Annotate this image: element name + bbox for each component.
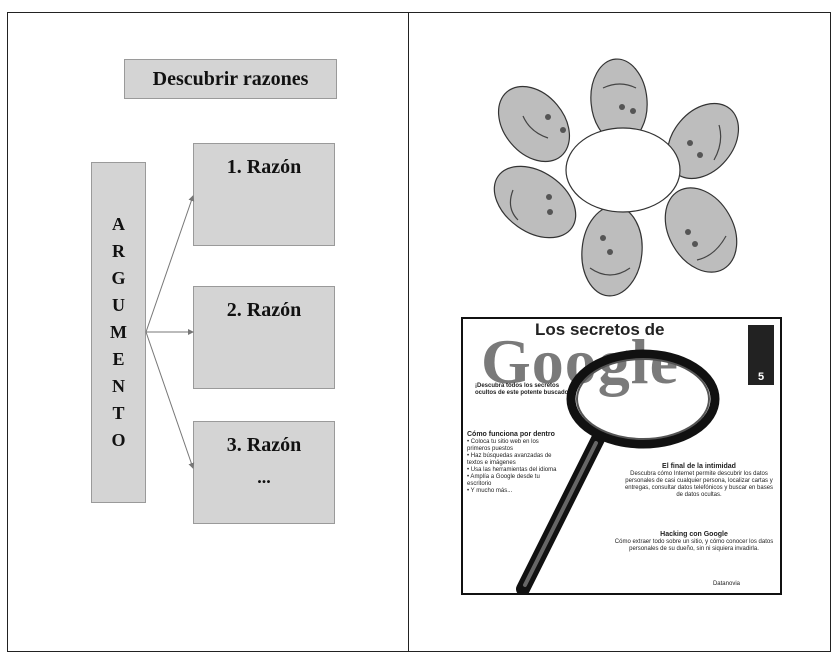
reason-box-3: 3. Razón ... — [193, 421, 335, 524]
argument-letter: A — [112, 214, 125, 234]
reason-label: 2. Razón — [226, 299, 302, 321]
book-series-badge: 5 — [748, 325, 774, 385]
argument-letter: R — [112, 241, 125, 261]
book-right1-text: Descubra cómo Internet permite descubrir… — [624, 471, 774, 498]
book-left-item: • Coloca tu sitio web en los primeros pu… — [467, 439, 539, 452]
argument-letter: G — [111, 268, 126, 288]
argument-letter: M — [110, 322, 127, 342]
book-left-heading: Cómo funciona por dentro — [467, 431, 555, 438]
flower-center — [565, 127, 681, 213]
book-badge-number: 5 — [757, 371, 765, 383]
reason-box-1: 1. Razón — [193, 143, 335, 246]
column-divider — [408, 12, 409, 652]
arrow-to-reason-3 — [145, 331, 195, 469]
magnifying-glass-icon — [516, 349, 720, 593]
book-right1-heading: El final de la intimidad — [662, 463, 736, 470]
reason-label: 3. Razón — [226, 434, 302, 456]
book-publisher-logo: Datanovia — [712, 581, 740, 587]
diagram-title: Descubrir razones — [124, 59, 337, 99]
book-right-section-1: El final de la intimidad Descubra cómo I… — [624, 463, 774, 499]
smiley-flower-illustration — [493, 58, 740, 297]
book-left-item: • Y mucho más... — [467, 488, 513, 494]
argument-letter: N — [112, 376, 125, 396]
book-subtitle: ¡Descubra todos los secretos ocultos de … — [475, 383, 573, 396]
petal — [497, 85, 571, 163]
reason-ellipsis: ... — [257, 467, 271, 487]
book-left-item: • Usa las herramientas del idioma — [467, 467, 557, 473]
petal — [493, 165, 577, 239]
book-title-logo: Google — [481, 326, 679, 397]
arrow-to-reason-1 — [145, 195, 195, 333]
book-kicker: Los secretos de — [535, 320, 665, 339]
reason-box-2: 2. Razón — [193, 286, 335, 389]
book-right2-text: Cómo extraer todo sobre un sitio, y cómo… — [614, 539, 774, 552]
book-right-section-2: Hacking con Google Cómo extraer todo sob… — [614, 531, 774, 553]
petal — [664, 187, 738, 273]
book-cover-image: Los secretos de Google 5 ¡Descubra todos… — [461, 317, 782, 595]
argument-letter: U — [112, 295, 125, 315]
argument-letter: E — [112, 349, 125, 369]
argument-letter: T — [112, 403, 125, 423]
argument-letter: O — [111, 430, 126, 450]
book-right2-heading: Hacking con Google — [660, 531, 728, 538]
book-left-column: Cómo funciona por dentro • Coloca tu sit… — [467, 431, 557, 495]
book-left-item: • Haz búsquedas avanzadas de textos e im… — [467, 453, 552, 466]
diagram-arrows — [145, 58, 740, 469]
book-left-item: • Amplía a Google desde tu escritorio — [467, 474, 540, 487]
reason-label: 1. Razón — [226, 156, 302, 178]
argument-box: A R G U M E N T O — [91, 162, 146, 503]
